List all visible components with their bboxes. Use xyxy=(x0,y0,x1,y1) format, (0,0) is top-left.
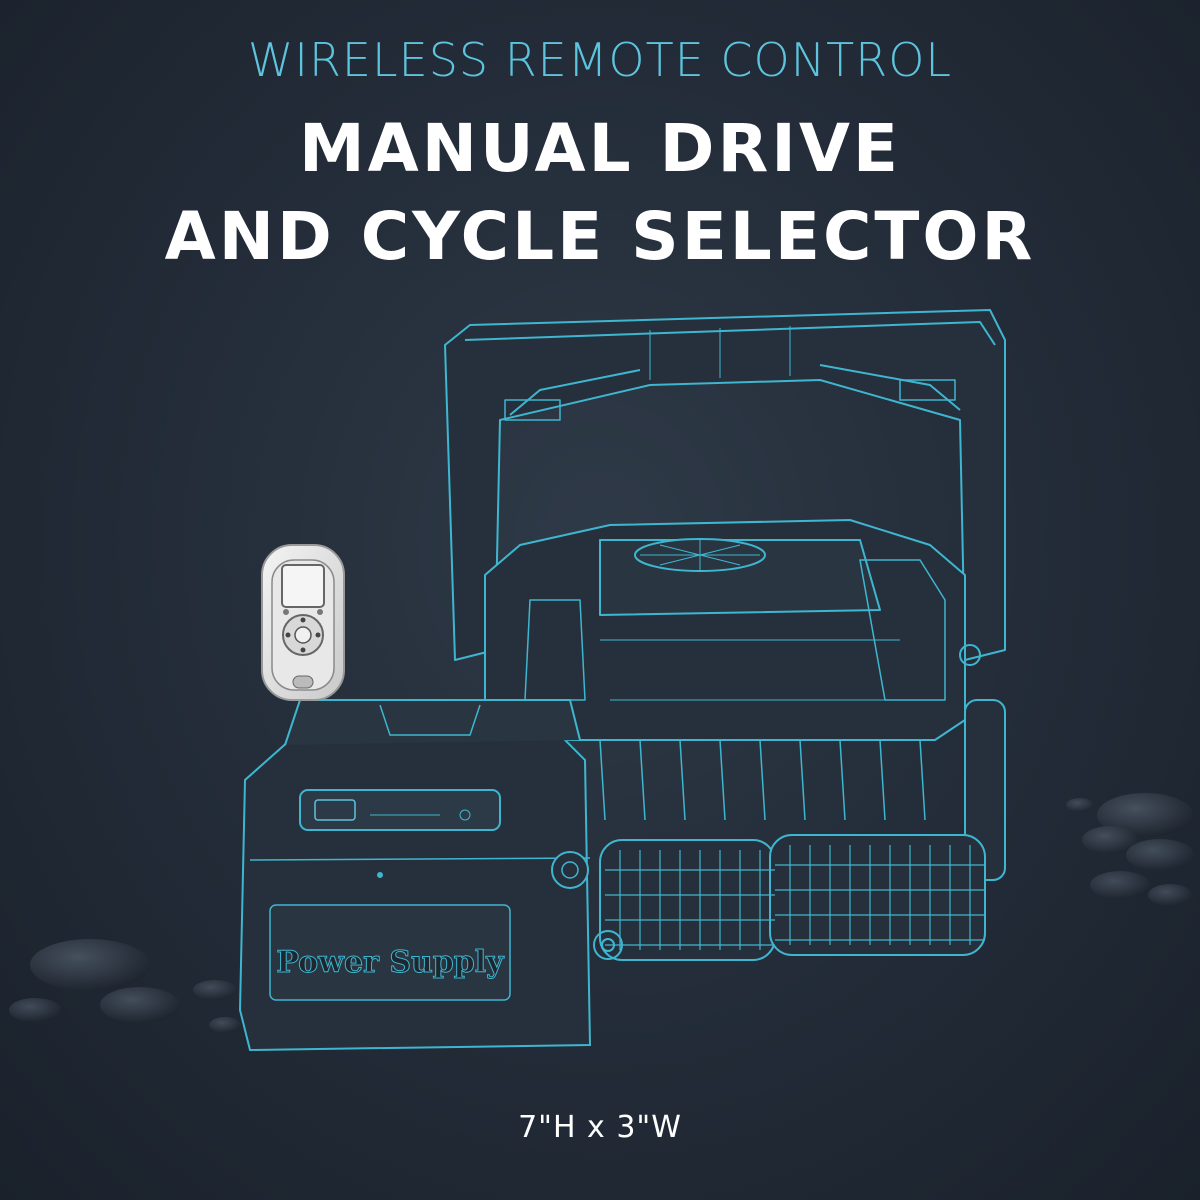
page-title: MANUAL DRIVE AND CYCLE SELECTOR xyxy=(0,105,1200,281)
remote-control-icon xyxy=(261,544,345,701)
water-drops-icon xyxy=(9,793,1194,1033)
power-supply-icon: Power Supply xyxy=(238,699,592,1052)
dimensions-label: 7"H x 3"W xyxy=(518,1110,682,1145)
pool-robot-icon xyxy=(444,309,1006,961)
subtitle: WIRELESS REMOTE CONTROL xyxy=(247,33,953,87)
title-line-2: AND CYCLE SELECTOR xyxy=(164,198,1036,275)
power-supply-label: Power Supply xyxy=(276,945,505,980)
title-line-1: MANUAL DRIVE xyxy=(299,110,901,187)
